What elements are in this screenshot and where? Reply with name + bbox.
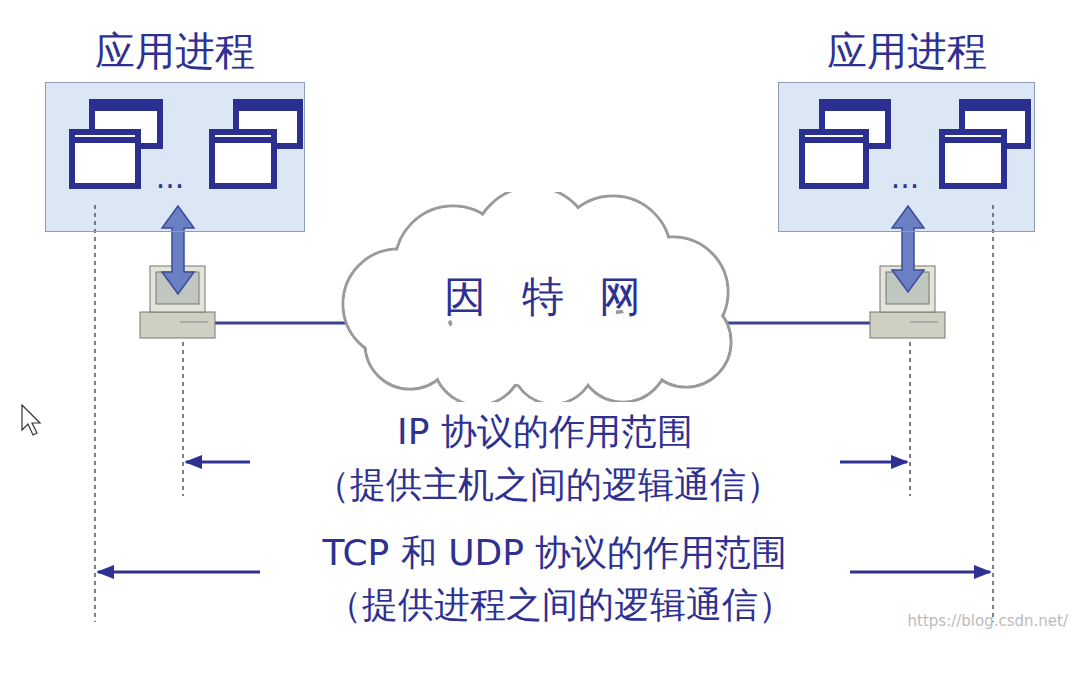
scope-label: （提供主机之间的逻辑通信） <box>308 464 788 505</box>
mouse-cursor <box>22 405 40 435</box>
network-name: 因 特 网 <box>444 273 641 321</box>
scope-label: TCP 和 UDP 协议的作用范围 <box>317 532 794 573</box>
window-icons <box>72 102 1028 186</box>
internet-cloud: 因 特 网 <box>318 192 748 402</box>
scope-lines <box>95 205 993 622</box>
process-box: 应用进程 <box>778 82 1035 232</box>
ellipsis-mark: ... <box>150 161 191 196</box>
scope-label: （提供进程之间的逻辑通信） <box>320 584 800 625</box>
process-title: 应用进程 <box>95 28 255 74</box>
ellipsis-mark: ... <box>885 161 926 196</box>
process-box: 应用进程 <box>45 82 305 232</box>
process-title: 应用进程 <box>827 28 987 74</box>
watermark: https://blog.csdn.net/ <box>902 613 1074 630</box>
scope-label: IP 协议的作用范围 <box>391 411 699 452</box>
